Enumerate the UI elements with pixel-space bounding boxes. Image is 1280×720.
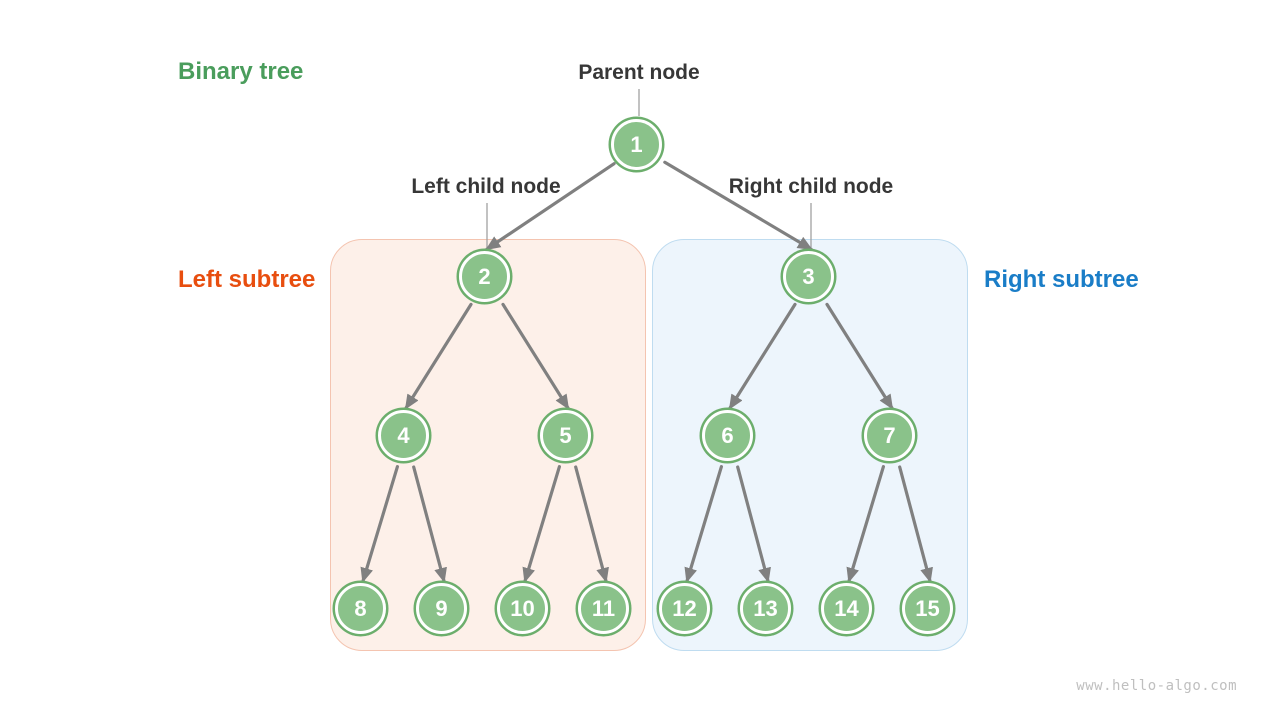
tree-node-2: 2 (459, 251, 510, 302)
tree-node-value: 4 (397, 422, 410, 448)
tree-node-value: 6 (721, 422, 734, 448)
tree-node-value: 12 (672, 595, 697, 621)
tree-node-1: 1 (611, 119, 662, 170)
tree-node-value: 10 (510, 595, 535, 621)
right-child-node-label: Right child node (728, 175, 894, 198)
tree-node-12: 12 (659, 583, 710, 634)
tree-node-13: 13 (740, 583, 791, 634)
tree-node-10: 10 (497, 583, 548, 634)
tree-node-value: 14 (834, 595, 859, 621)
tree-edge-6-12 (684, 465, 724, 583)
watermark: www.hello-algo.com (1076, 678, 1237, 694)
tree-node-value: 1 (630, 131, 643, 157)
tree-node-6: 6 (702, 410, 753, 461)
tree-edge-5-10 (522, 465, 562, 583)
tree-node-value: 8 (354, 595, 367, 621)
tree-node-4: 4 (378, 410, 429, 461)
tree-node-value: 3 (802, 263, 815, 289)
tree-edge-4-9 (412, 465, 447, 583)
tree-edge-1-3 (663, 160, 813, 251)
left-child-node-label: Left child node (411, 175, 561, 198)
tree-node-value: 11 (591, 595, 616, 621)
tree-node-15: 15 (902, 583, 953, 634)
tree-edge-2-5 (501, 302, 570, 410)
tree-node-value: 15 (915, 595, 940, 621)
tree-node-9: 9 (416, 583, 467, 634)
tree-edge-7-15 (898, 465, 933, 583)
tree-node-value: 2 (478, 263, 491, 289)
tree-node-value: 9 (435, 595, 448, 621)
tree-edges-group (360, 160, 933, 583)
tree-edge-3-7 (825, 302, 894, 410)
tree-edge-2-4 (404, 302, 473, 410)
tree-edge-4-8 (360, 465, 399, 583)
tree-edge-7-14 (846, 465, 886, 583)
tree-edge-1-2 (485, 162, 616, 251)
tree-edge-3-6 (728, 302, 797, 410)
tree-edge-6-13 (736, 465, 771, 583)
tree-edge-5-11 (574, 465, 609, 583)
tree-node-5: 5 (540, 410, 591, 461)
tree-node-14: 14 (821, 583, 872, 634)
tree-node-value: 5 (559, 422, 572, 448)
left-subtree-label: Left subtree (178, 266, 316, 293)
tree-node-7: 7 (864, 410, 915, 461)
tree-node-value: 13 (753, 595, 778, 621)
tree-node-value: 7 (883, 422, 896, 448)
diagram-title: Binary tree (178, 58, 304, 85)
right-subtree-label: Right subtree (984, 266, 1139, 293)
tree-node-3: 3 (783, 251, 834, 302)
tree-node-11: 11 (578, 583, 629, 634)
parent-node-label: Parent node (578, 61, 700, 84)
tree-node-8: 8 (335, 583, 386, 634)
